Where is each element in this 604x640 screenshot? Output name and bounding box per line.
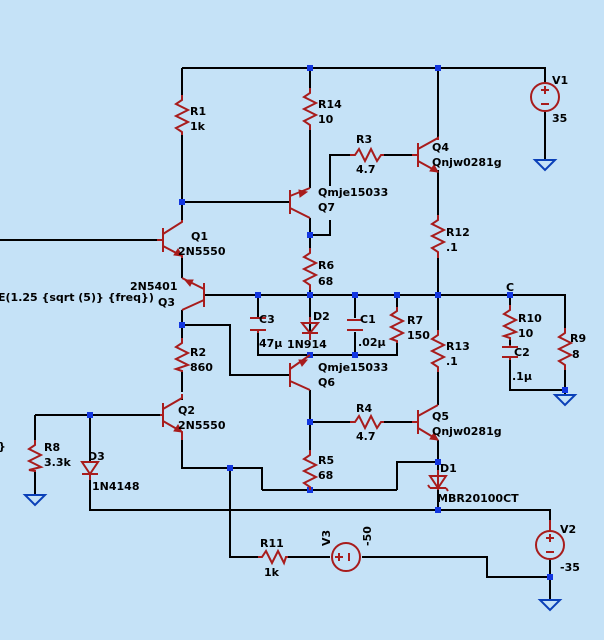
ground-symbol xyxy=(22,159,578,612)
svg-text:D2: D2 xyxy=(313,310,330,323)
svg-text:10: 10 xyxy=(518,327,534,340)
resistor-r3: R3 4.7 xyxy=(350,133,384,176)
transistor-q4: Q4 Qnjw0281g xyxy=(412,136,502,173)
svg-text:150: 150 xyxy=(407,329,430,342)
svg-text:Qnjw0281g: Qnjw0281g xyxy=(432,425,502,438)
transistor-q2: Q2 2N5550 xyxy=(160,394,226,440)
svg-text:R9: R9 xyxy=(570,332,586,345)
resistor-r9: R9 8 xyxy=(556,328,586,370)
svg-text:Q7: Q7 xyxy=(318,201,335,214)
svg-text:Qmje15033: Qmje15033 xyxy=(318,361,388,374)
svg-text:Q4: Q4 xyxy=(432,141,449,154)
capacitor-c2: C2 .1µ xyxy=(502,345,532,383)
svg-text:2N5401: 2N5401 xyxy=(130,280,177,293)
voltage-source-v2: V2 -35 xyxy=(535,520,580,574)
svg-text:.1µ: .1µ xyxy=(512,370,532,383)
resistor-r13: R13 .1 xyxy=(429,330,470,372)
voltage-source-v1: V1 35 xyxy=(530,74,568,125)
svg-text:.1: .1 xyxy=(446,241,458,254)
voltage-source-v3: V3 -50 xyxy=(320,526,374,572)
resistor-r5: R5 68 xyxy=(301,450,334,490)
resistor-r14: R14 10 xyxy=(301,88,342,130)
resistor-r12: R12 .1 xyxy=(429,215,470,258)
resistor-r1: R1 1k xyxy=(173,95,206,135)
resistor-r2: R2 860 xyxy=(172,338,213,374)
svg-text:68: 68 xyxy=(318,469,333,482)
svg-text:V1: V1 xyxy=(552,74,568,87)
resistor-r11: R11 1k xyxy=(258,537,288,579)
svg-text:-50: -50 xyxy=(361,526,374,546)
svg-text:1k: 1k xyxy=(264,566,280,579)
svg-text:8: 8 xyxy=(572,348,580,361)
svg-text:V3: V3 xyxy=(320,530,333,546)
svg-text:1N4148: 1N4148 xyxy=(92,480,139,493)
svg-text:Q6: Q6 xyxy=(318,376,335,389)
transistor-q6: Qmje15033 Q6 xyxy=(289,354,388,391)
svg-text:R2: R2 xyxy=(190,346,206,359)
svg-text:1N914: 1N914 xyxy=(287,338,327,351)
svg-text:R3: R3 xyxy=(356,133,372,146)
transistor-q7: Qmje15033 Q7 xyxy=(289,186,388,219)
capacitor-c1: C1 .02µ xyxy=(347,313,386,349)
svg-text:2N5550: 2N5550 xyxy=(178,419,226,432)
transistor-q3: 2N5401 Q3 xyxy=(130,277,205,311)
svg-text:4.7: 4.7 xyxy=(356,430,376,443)
svg-text:R6: R6 xyxy=(318,259,334,272)
transistor-q1: Q1 2N5550 xyxy=(157,220,226,258)
svg-text:2N5550: 2N5550 xyxy=(178,245,226,258)
net-label-c: C xyxy=(506,281,514,294)
resistor-r7: R7 150 xyxy=(388,307,430,343)
svg-text:1k: 1k xyxy=(190,120,206,133)
svg-text:R14: R14 xyxy=(318,98,342,111)
svg-text:R8: R8 xyxy=(44,441,60,454)
resistor-r6: R6 68 xyxy=(301,248,334,290)
svg-text:3.3k: 3.3k xyxy=(44,456,71,469)
resistor-r8: R8 3.3k xyxy=(26,440,71,472)
svg-text:D1: D1 xyxy=(440,462,457,475)
svg-text:860: 860 xyxy=(190,361,213,374)
resistor-r10: R10 10 xyxy=(500,305,542,340)
svg-text:.1: .1 xyxy=(446,355,458,368)
svg-text:Q2: Q2 xyxy=(178,404,195,417)
svg-text:Q3: Q3 xyxy=(158,296,175,309)
svg-text:-35: -35 xyxy=(560,561,580,574)
svg-text:R5: R5 xyxy=(318,454,334,467)
resistor-r4: R4 4.7 xyxy=(350,402,384,443)
svg-text:R1: R1 xyxy=(190,105,206,118)
diode-d1: D1 MBR20100CT xyxy=(427,462,519,505)
svg-text:4.7: 4.7 xyxy=(356,163,376,176)
svg-text:.02µ: .02µ xyxy=(358,336,386,349)
svg-text:R12: R12 xyxy=(446,226,470,239)
diode-d3: D3 1N4148 xyxy=(80,450,139,493)
wires xyxy=(0,67,566,600)
svg-text:Qnjw0281g: Qnjw0281g xyxy=(432,156,502,169)
svg-text:R4: R4 xyxy=(356,402,372,415)
diode-d2: D2 1N914 xyxy=(287,310,330,351)
svg-text:R11: R11 xyxy=(260,537,284,550)
svg-text:R13: R13 xyxy=(446,340,470,353)
svg-text:R10: R10 xyxy=(518,312,542,325)
svg-text:Q5: Q5 xyxy=(432,410,449,423)
svg-text:Qmje15033: Qmje15033 xyxy=(318,186,388,199)
svg-text:R7: R7 xyxy=(407,314,423,327)
svg-text:C1: C1 xyxy=(360,313,376,326)
svg-text:V2: V2 xyxy=(560,523,576,536)
svg-text:10: 10 xyxy=(318,113,334,126)
source-expression: E(1.25 {sqrt (5)} {freq}) xyxy=(0,291,154,304)
svg-text:C3: C3 xyxy=(259,313,275,326)
svg-text:MBR20100CT: MBR20100CT xyxy=(437,492,519,505)
svg-text:68: 68 xyxy=(318,275,333,288)
svg-text:Q1: Q1 xyxy=(191,230,208,243)
capacitor-c3: C3 47µ xyxy=(250,313,282,350)
svg-text:C2: C2 xyxy=(514,346,530,359)
svg-text:47µ: 47µ xyxy=(259,337,282,350)
svg-text:35: 35 xyxy=(552,112,567,125)
transistor-q5: Q5 Qnjw0281g xyxy=(412,404,502,441)
svg-text:D3: D3 xyxy=(88,450,105,463)
partial-label: } xyxy=(0,440,6,453)
